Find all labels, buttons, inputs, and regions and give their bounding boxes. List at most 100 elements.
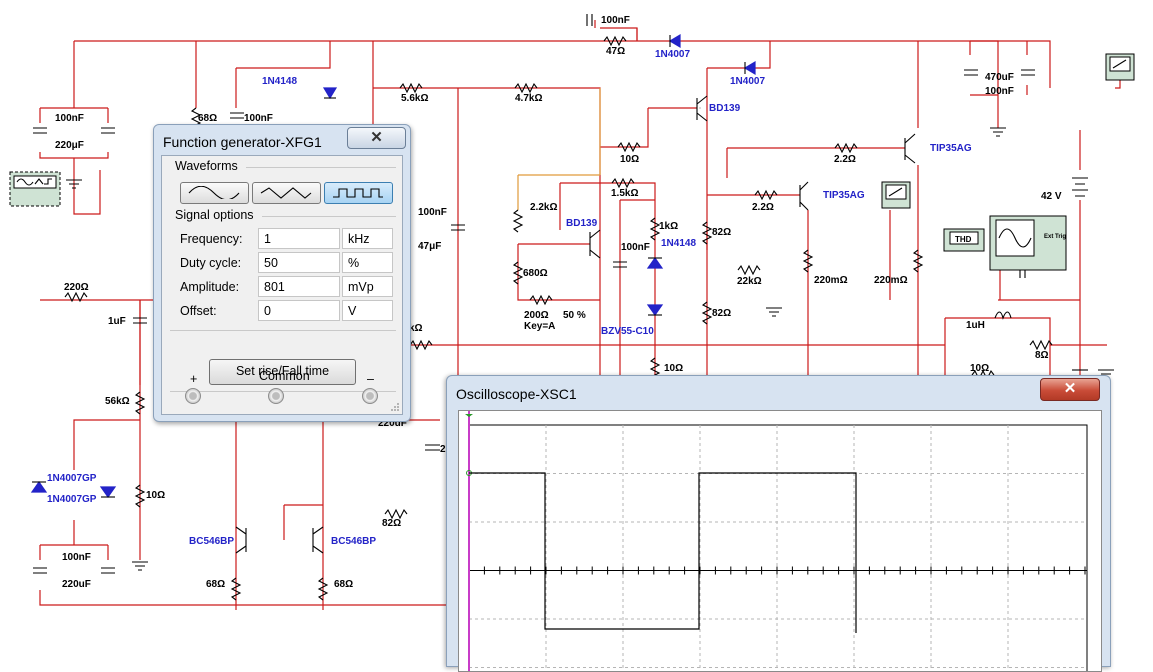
label-q-bd139-mid: BD139 — [566, 218, 598, 229]
label-r-220: 220Ω — [64, 282, 89, 293]
label-r-2k2-c: 2.2Ω — [752, 202, 774, 213]
label-d-bzv55: BZV55-C10 — [601, 326, 654, 337]
instrument-probe-icon[interactable] — [882, 182, 910, 208]
label-r-1k5: 1.5kΩ — [611, 188, 638, 199]
label-pot-200: 200Ω — [524, 310, 549, 321]
label-q-bc546-a: BC546BP — [189, 536, 234, 547]
oscilloscope-window[interactable]: Oscilloscope-XSC1 ✕ — [446, 375, 1111, 667]
instrument-oscilloscope-icon[interactable] — [990, 216, 1066, 270]
triangle-wave-button[interactable] — [252, 182, 321, 204]
label-r-10-left: 10Ω — [146, 490, 165, 501]
square-wave-button[interactable] — [324, 182, 393, 204]
function-generator-title: Function generator-XFG1 — [163, 134, 322, 150]
label-d-1n4148-left: 1N4148 — [262, 76, 297, 87]
label-q-bc546-b: BC546BP — [331, 536, 376, 547]
label-c-100nF-psu: 100nF — [55, 113, 84, 124]
divider — [246, 167, 396, 168]
label-r-82-b: 82Ω — [712, 308, 731, 319]
label-r-68-b: 68Ω — [334, 579, 353, 590]
label-r-47: 47Ω — [606, 46, 625, 57]
label-c-220uF-bot: 220uF — [62, 579, 91, 590]
duty-cycle-unit-select[interactable]: % — [342, 252, 393, 273]
function-generator-panel: Waveforms Signal options Frequency: 1 kH… — [161, 155, 403, 415]
offset-input[interactable]: 0 — [258, 300, 340, 321]
minus-terminal-label: – — [367, 372, 374, 386]
scope-grid — [469, 425, 1087, 671]
close-button[interactable]: ✕ — [347, 127, 406, 149]
minus-terminal[interactable] — [362, 388, 378, 404]
label-r-5k6: 5.6kΩ — [401, 93, 428, 104]
signal-options-label: Signal options — [175, 208, 254, 222]
sine-wave-button[interactable] — [180, 182, 249, 204]
function-generator-window[interactable]: Function generator-XFG1 ✕ Waveforms Sign… — [153, 124, 411, 422]
label-q-bd139-top: BD139 — [709, 103, 741, 114]
divider — [170, 330, 396, 331]
duty-cycle-label: Duty cycle: — [180, 256, 241, 270]
label-c-100nF-mid: 100nF — [621, 242, 650, 253]
label-c-1uF: 1uF — [108, 316, 126, 327]
label-c-100nF-bot: 100nF — [62, 552, 91, 563]
label-c-470uF: 470uF — [985, 72, 1014, 83]
scope-frame — [469, 425, 1087, 671]
oscilloscope-screen[interactable] — [458, 410, 1102, 672]
frequency-label: Frequency: — [180, 232, 243, 246]
label-r-2k2-a: 2.2Ω — [834, 154, 856, 165]
label-d-1n4148-mid: 1N4148 — [661, 238, 696, 249]
close-button[interactable]: ✕ — [1040, 378, 1100, 401]
label-c-100nF-left: 100nF — [244, 113, 273, 124]
amplitude-input[interactable]: 801 — [258, 276, 340, 297]
label-r-4k7: 4.7kΩ — [515, 93, 542, 104]
label-r-56k: 56kΩ — [105, 396, 130, 407]
label-r-10-right: 10Ω — [970, 363, 989, 374]
label-c-47uF: 47μF — [418, 241, 441, 252]
label-r-220m-b: 220mΩ — [874, 275, 908, 286]
label-thd: THD — [955, 235, 972, 244]
label-r-22k: 22kΩ — [737, 276, 762, 287]
label-c-top: 100nF — [601, 15, 630, 26]
divider — [262, 216, 396, 217]
frequency-unit-select[interactable]: kHz — [342, 228, 393, 249]
sine-wave-icon — [187, 186, 241, 199]
offset-unit-select[interactable]: V — [342, 300, 393, 321]
label-r-2k2-b: 2.2kΩ — [530, 202, 557, 213]
resize-grip-icon[interactable] — [390, 402, 400, 412]
channel-a-trace — [469, 473, 856, 633]
label-d-1n4007gp-b: 1N4007GP — [47, 494, 97, 505]
label-r-68-left: 68Ω — [198, 113, 217, 124]
label-v-42: 42 V — [1041, 191, 1062, 202]
cursor-1-marker-icon[interactable] — [465, 414, 473, 417]
plus-terminal[interactable] — [185, 388, 201, 404]
instrument-xfg-icon[interactable] — [10, 172, 60, 206]
label-r-10-a: 10Ω — [620, 154, 639, 165]
label-r-10-mid: 10Ω — [664, 363, 683, 374]
instrument-wattmeter-icon[interactable] — [1106, 54, 1134, 80]
plus-terminal-label: + — [190, 372, 197, 386]
duty-cycle-input[interactable]: 50 — [258, 252, 340, 273]
label-r-680: 680Ω — [523, 268, 548, 279]
amplitude-unit-select[interactable]: mVp — [342, 276, 393, 297]
offset-label: Offset: — [180, 304, 217, 318]
label-ext-trig: Ext Trig — [1044, 234, 1066, 240]
oscilloscope-title: Oscilloscope-XSC1 — [456, 386, 577, 402]
frequency-input[interactable]: 1 — [258, 228, 340, 249]
label-r-220m-a: 220mΩ — [814, 275, 848, 286]
label-r-82-c: 82Ω — [382, 518, 401, 529]
label-r-82-a: 82Ω — [712, 227, 731, 238]
label-d-1n4007-top: 1N4007 — [655, 49, 690, 60]
label-c-100nF-fg: 100nF — [418, 207, 447, 218]
label-d-1n4007gp-a: 1N4007GP — [47, 473, 97, 484]
common-terminal[interactable] — [268, 388, 284, 404]
label-r-1k: 1kΩ — [659, 221, 678, 232]
label-c-100nF-right: 100nF — [985, 86, 1014, 97]
label-d-1n4007-mid: 1N4007 — [730, 76, 765, 87]
label-pot-pct: 50 % — [563, 310, 586, 321]
triangle-wave-icon — [259, 186, 313, 199]
amplitude-label: Amplitude: — [180, 280, 239, 294]
label-r-8: 8Ω — [1035, 350, 1049, 361]
label-q-tip35-b: TIP35AG — [823, 190, 865, 201]
label-q-tip35-a: TIP35AG — [930, 143, 972, 154]
oscilloscope-graph — [459, 411, 1101, 671]
label-pot-key: Key=A — [524, 321, 555, 332]
label-c-220uF-psu: 220μF — [55, 140, 84, 151]
label-r-kohm-partial: kΩ — [409, 323, 423, 334]
